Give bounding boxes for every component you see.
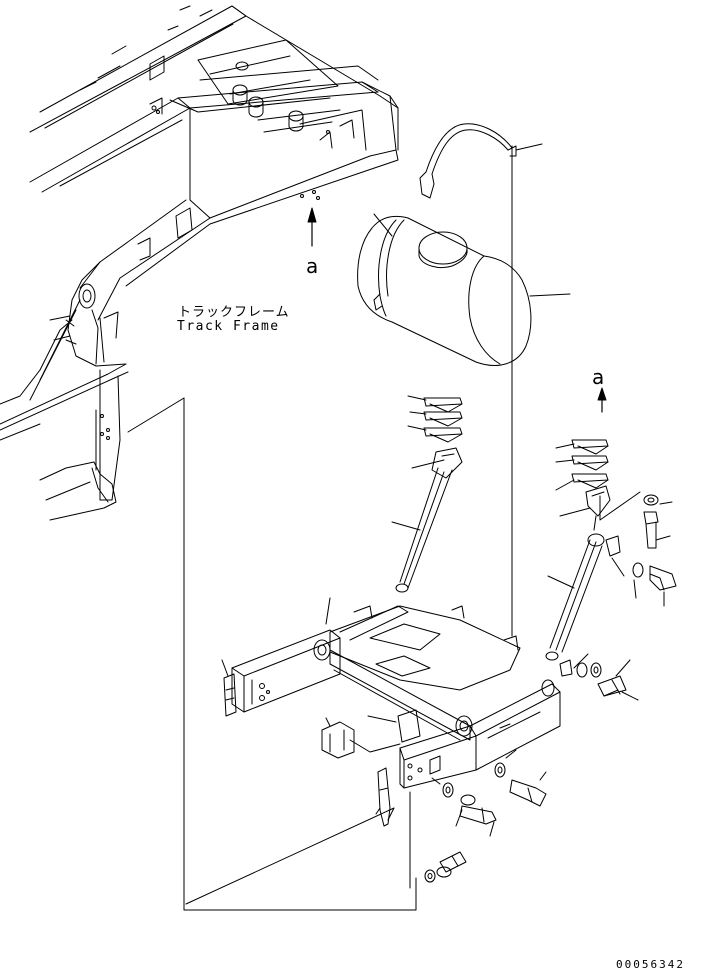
view-arrow-label: a xyxy=(306,254,319,278)
track-frame xyxy=(0,5,399,521)
mount-brackets xyxy=(223,673,421,827)
leader-lines xyxy=(29,143,673,837)
track-frame-label-en: Track Frame xyxy=(177,319,280,334)
view-arrow-icon xyxy=(597,387,607,413)
hydraulic-tank xyxy=(357,215,532,366)
shim-stack-left xyxy=(423,397,463,443)
bolts-washers xyxy=(424,494,677,883)
tank-band xyxy=(419,123,517,199)
track-frame-label-jp: トラックフレーム xyxy=(178,305,290,320)
stay-rod-right xyxy=(545,485,611,661)
view-arrow-icon xyxy=(307,207,317,247)
view-arrow-label: a xyxy=(592,365,605,389)
figure-number: 00056342 xyxy=(616,958,685,971)
assembly-lines xyxy=(127,145,641,911)
shim-stack-right xyxy=(571,439,609,489)
tank-support-frame xyxy=(231,605,561,789)
stay-rod-left xyxy=(395,447,463,593)
